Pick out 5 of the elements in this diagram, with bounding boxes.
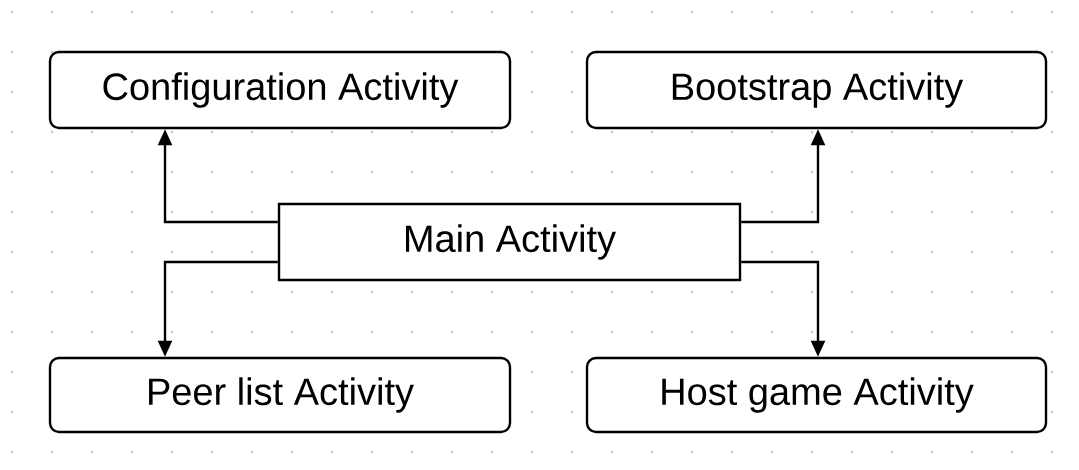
activity-box: Main Activity bbox=[277, 202, 742, 282]
activity-box: Bootstrap Activity bbox=[585, 50, 1048, 130]
activity-box: Configuration Activity bbox=[48, 50, 512, 130]
activity-box: Host game Activity bbox=[585, 356, 1048, 434]
activity-box: Peer list Activity bbox=[48, 356, 512, 434]
